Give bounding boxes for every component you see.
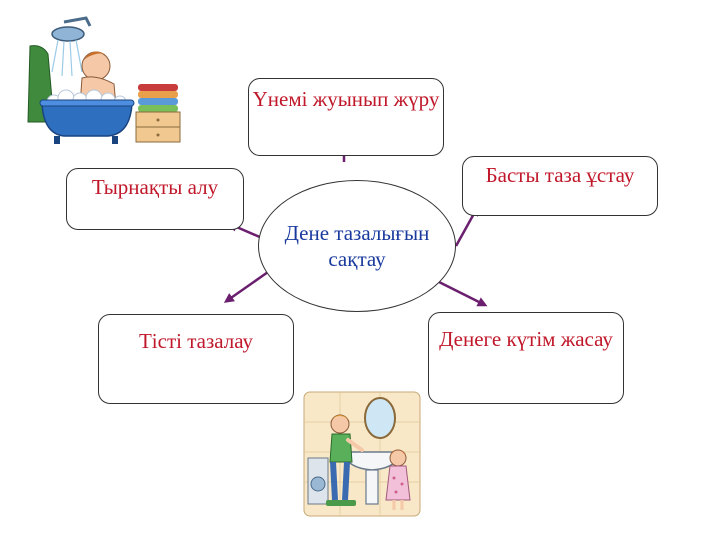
node-right-bottom-label: Денеге күтім жасау [439, 327, 613, 351]
node-top: Үнемі жуынып жүру [248, 78, 444, 156]
center-node-label: Дене тазалығын сақтау [284, 221, 430, 271]
arrow-to-right-top [454, 205, 479, 247]
arrow-to-left-bottom [223, 270, 269, 303]
node-right-top-label: Басты таза ұстау [485, 163, 635, 187]
node-left-top-label: Тырнақты алу [91, 175, 219, 199]
child-bathing-icon [27, 16, 181, 144]
node-right-bottom: Денеге күтім жасау [428, 312, 624, 404]
children-washing-icon [303, 391, 421, 517]
node-left-bottom-label: Тісті тазалау [138, 329, 254, 353]
node-right-top: Басты таза ұстау [462, 156, 658, 216]
node-top-label: Үнемі жуынып жүру [252, 87, 440, 111]
center-node: Дене тазалығын сақтау [258, 180, 456, 312]
arrow-to-right-bottom [434, 278, 488, 307]
node-left-top: Тырнақты алу [66, 168, 244, 230]
node-left-bottom: Тісті тазалау [98, 314, 294, 404]
